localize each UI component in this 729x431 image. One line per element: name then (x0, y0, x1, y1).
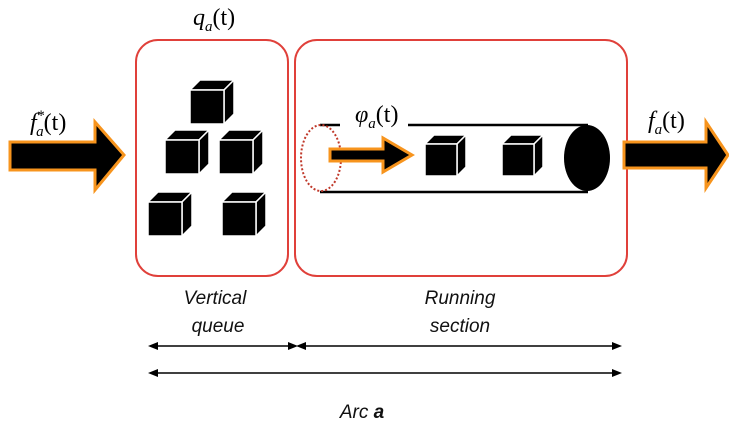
queue-cube (164, 129, 210, 175)
queue-cube (221, 191, 267, 237)
outflow-arrow (622, 117, 729, 193)
arc-caption: Arc a (339, 402, 385, 423)
queue-cube (218, 129, 264, 175)
pipe (300, 110, 610, 194)
dimension-arrows (148, 342, 622, 377)
vertical-queue-caption-line1: Vertical (184, 288, 247, 309)
arc-extent-arrow (148, 369, 622, 377)
pipe-cube (424, 134, 467, 177)
pipe-inflow-arrow (328, 135, 415, 175)
running-section-caption-line2: section (430, 316, 490, 337)
pipe-exit (564, 125, 610, 191)
running-extent-arrow (296, 342, 622, 350)
outflow-label: fa(t) (648, 108, 685, 138)
queue-length-label: qa(t) (193, 5, 235, 35)
inflow-label: f*a(t) (30, 108, 66, 140)
vertical-queue-caption-line2: queue (192, 316, 245, 337)
running-flow-label: φa(t) (355, 102, 398, 132)
queue-extent-arrow (148, 342, 298, 350)
queue-cube (147, 191, 193, 237)
queue-cube (189, 79, 235, 125)
running-section-caption-line1: Running (425, 288, 496, 309)
pipe-cube (501, 134, 544, 177)
vertical-queue-box (135, 39, 289, 277)
pipe-cubes (424, 134, 544, 177)
inflow-arrow (8, 118, 126, 195)
queue-cubes (147, 79, 267, 237)
